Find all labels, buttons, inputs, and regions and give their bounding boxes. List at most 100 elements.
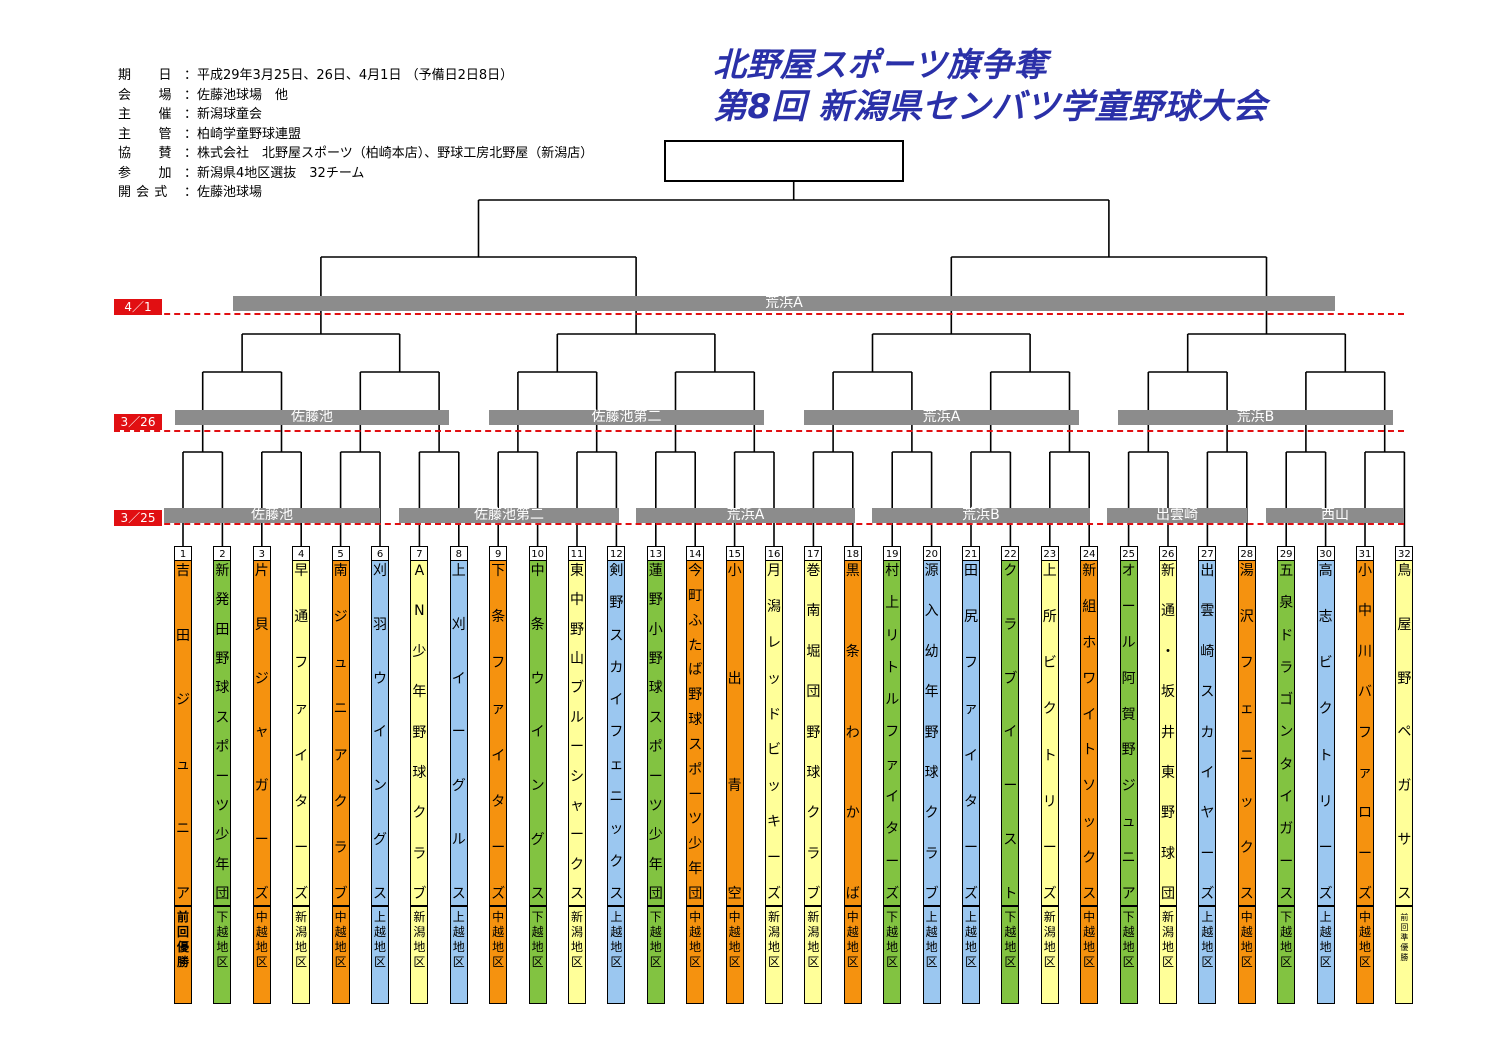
champion-box: [664, 140, 904, 182]
team-name: 小中川バファローズ: [1356, 561, 1374, 906]
team-number: 30: [1316, 546, 1335, 561]
team-number: 29: [1277, 546, 1296, 561]
team-region: 下越地区: [1277, 906, 1296, 1004]
team-number: 16: [765, 546, 783, 561]
team-name: 南ジュニアクラブ: [331, 561, 350, 906]
team-number: 17: [804, 546, 823, 561]
team-region: 中越地区: [1080, 906, 1099, 1004]
team-number: 11: [568, 546, 586, 561]
team-number: 19: [883, 546, 902, 561]
team-region: 上越地区: [607, 906, 626, 1004]
team-number: 23: [1040, 546, 1059, 561]
team-region: 下越地区: [213, 906, 232, 1004]
round-divider: [114, 313, 1404, 315]
team-number: 26: [1159, 546, 1177, 561]
team-name: 剣野スカイフェニックス: [607, 561, 626, 906]
info-value: ：新潟球童会: [184, 107, 263, 122]
team-region: 新潟地区: [410, 906, 429, 1004]
team-name: 高志ビクトリーズ: [1316, 561, 1335, 906]
team-name: 片貝ジャガーズ: [252, 561, 271, 906]
team-number: 20: [922, 546, 941, 561]
team-region: 前回準優勝: [1395, 906, 1414, 1004]
team-region: 上越地区: [1316, 906, 1335, 1004]
team-name: 五泉ドラゴンタイガース: [1277, 561, 1296, 906]
team-region: 新潟地区: [292, 906, 311, 1004]
team-number: 24: [1080, 546, 1099, 561]
title-line-2: 第8回 新潟県センバツ学童野球大会: [713, 87, 1267, 127]
team-name: 巻南堀団野球クラブ: [804, 561, 823, 906]
team-number: 21: [962, 546, 980, 561]
venue-bar: 西山: [1266, 508, 1404, 523]
team-number: 13: [646, 546, 665, 561]
team-name: オール阿賀野ジュニア: [1119, 561, 1138, 906]
team-region: 下越地区: [1001, 906, 1020, 1004]
team-region: 新潟地区: [765, 906, 783, 1004]
team-region: 中越地区: [843, 906, 862, 1004]
info-value: ：新潟県4地区選抜 32チーム: [184, 165, 365, 181]
info-value: ：佐藤池球場 他: [184, 87, 289, 103]
team-region: 上越地区: [922, 906, 941, 1004]
team-region: 前回優勝: [174, 906, 192, 1004]
team-number: 2: [213, 546, 232, 561]
team-name: 早通ファイターズ: [292, 561, 311, 906]
venue-bar: 佐藤池: [164, 508, 380, 523]
info-label: 参 加: [118, 165, 173, 181]
team-region: 中越地区: [331, 906, 350, 1004]
info-label: 協 賛: [118, 146, 173, 161]
team-number: 12: [607, 546, 626, 561]
team-name: 上刈イーグルス: [449, 561, 468, 906]
tournament-title: 北野屋スポーツ旗争奪 第8回 新潟県センバツ学童野球大会: [713, 44, 1267, 128]
team-name: 黒条わかば: [843, 561, 862, 906]
team-number: 9: [489, 546, 508, 561]
team-region: 下越地区: [1119, 906, 1138, 1004]
info-row: 協 賛 ：株式会社 北野屋スポーツ（柏崎本店）、野球工房北野屋（新潟店）: [118, 144, 593, 164]
venue-bar: 出雲崎: [1107, 508, 1247, 523]
team-name: 月潟レッドビッキーズ: [765, 561, 783, 906]
info-row: 会 場：佐藤池球場 他: [118, 86, 593, 106]
info-row: 期 日：平成29年3月25日、26日、4月1日 （予備日2日8日）: [118, 66, 593, 86]
venue-bar: 佐藤池第二: [489, 410, 764, 425]
team-name: 蓮野小野球スポーツ少年団: [646, 561, 665, 906]
team-number: 32: [1395, 546, 1414, 561]
team-number: 4: [292, 546, 311, 561]
venue-bar: 佐藤池: [175, 410, 449, 425]
title-line-1: 北野屋スポーツ旗争奪: [713, 45, 1048, 84]
team-region: 新潟地区: [568, 906, 586, 1004]
team-name: 下条ファイターズ: [489, 561, 508, 906]
team-number: 10: [528, 546, 547, 561]
info-value: ：佐藤池球場: [184, 185, 263, 200]
team-name: 今町ふたば野球スポーツ少年団: [686, 561, 705, 906]
info-value: ：株式会社 北野屋スポーツ（柏崎本店）、野球工房北野屋（新潟店）: [184, 146, 594, 161]
info-value: ：平成29年3月25日、26日、4月1日 （予備日2日8日）: [184, 68, 514, 83]
team-number: 22: [1001, 546, 1020, 561]
team-name: 田尻ファイターズ: [962, 561, 980, 906]
venue-bar: 荒浜B: [872, 508, 1090, 523]
team-name: 小出青空: [725, 561, 744, 906]
team-number: 27: [1198, 546, 1217, 561]
venue-bar: 佐藤池第二: [399, 508, 619, 523]
team-name: 新通・坂井東野球団: [1159, 561, 1177, 906]
round-date-tag: 3／25: [114, 510, 162, 526]
team-name: 湯沢フェニックス: [1237, 561, 1256, 906]
team-region: 上越地区: [371, 906, 389, 1004]
team-name: 刈羽ウイングス: [371, 561, 389, 906]
round-divider: [114, 430, 1404, 432]
team-region: 下越地区: [528, 906, 547, 1004]
